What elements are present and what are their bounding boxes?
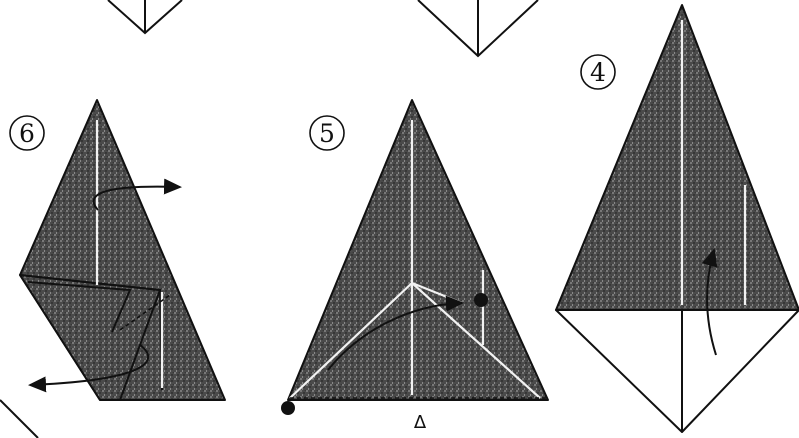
reference-dot-right	[474, 293, 488, 307]
step-6-number: 6	[19, 119, 35, 148]
step-5-diagram: Δ 5	[281, 99, 549, 433]
step-4-diagram: 4	[555, 4, 799, 433]
previous-step-fragment-left	[107, 0, 183, 35]
valley-mark: Δ	[414, 412, 427, 433]
step-6-diagram: 6	[0, 99, 226, 438]
step-5-number: 5	[319, 119, 335, 148]
reference-dot-left	[281, 401, 295, 415]
step-4-number: 4	[590, 58, 606, 87]
previous-step-fragment-middle	[417, 0, 539, 58]
